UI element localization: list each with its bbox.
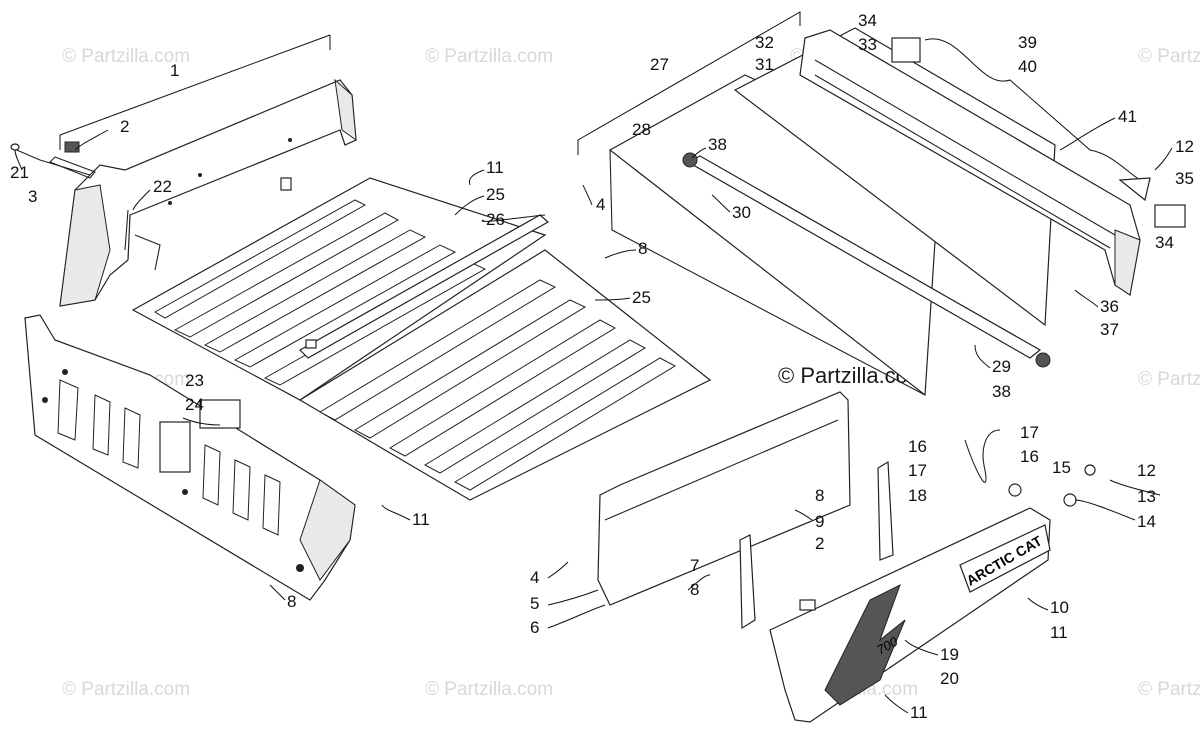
callout-11: 11 <box>1050 623 1068 642</box>
rod-29 <box>682 152 1051 368</box>
callout-11: 11 <box>910 703 928 722</box>
left-side-wall <box>24 314 356 601</box>
callout-31: 31 <box>755 55 774 74</box>
callout-3: 3 <box>28 187 37 206</box>
callout-32: 32 <box>755 33 774 52</box>
callout-25: 25 <box>632 288 651 307</box>
callout-21: 21 <box>10 163 29 182</box>
callout-17: 17 <box>1020 423 1039 442</box>
callout-36: 36 <box>1100 297 1119 316</box>
callout-27: 27 <box>650 55 669 74</box>
callout-24: 24 <box>185 395 204 414</box>
bed-floor-panel-rear <box>131 177 547 401</box>
right-side-wall <box>597 391 851 606</box>
callout-25: 25 <box>486 185 505 204</box>
tailgate-rail-assembly <box>799 29 1141 297</box>
support-post-9 <box>877 460 894 561</box>
callout-layer: 1 2 21 3 22 11 25 26 8 25 23 24 11 8 27 … <box>10 11 1194 722</box>
callout-34: 34 <box>858 11 877 30</box>
callout-13: 13 <box>1137 487 1156 506</box>
callout-35: 35 <box>1175 169 1194 188</box>
callout-4: 4 <box>596 195 605 214</box>
leader-line <box>59 34 331 136</box>
watermark: © Partzilla.com <box>1138 679 1200 700</box>
watermark: © Partzilla.com <box>1138 369 1200 390</box>
decal-24 <box>199 399 241 429</box>
callout-16: 16 <box>908 437 927 456</box>
callout-26: 26 <box>486 210 505 229</box>
leader-lines <box>14 117 1173 714</box>
latch-35 <box>1118 177 1151 202</box>
callout-8: 8 <box>815 486 824 505</box>
callout-10: 10 <box>1050 598 1069 617</box>
decal-34-top <box>891 37 921 63</box>
callout-28: 28 <box>632 120 651 139</box>
callout-40: 40 <box>1018 57 1037 76</box>
callout-38: 38 <box>992 382 1011 401</box>
callout-12: 12 <box>1137 461 1156 480</box>
callout-8: 8 <box>638 239 647 258</box>
clip-2 <box>64 141 80 153</box>
callout-6: 6 <box>530 618 539 637</box>
callout-20: 20 <box>940 669 959 688</box>
watermark: © Partzilla.com <box>1138 46 1200 67</box>
callout-2: 2 <box>815 534 824 553</box>
callout-29: 29 <box>992 357 1011 376</box>
watermark: © Partzilla.com <box>62 46 190 67</box>
callout-33: 33 <box>858 35 877 54</box>
callout-9: 9 <box>815 512 824 531</box>
callout-38: 38 <box>708 135 727 154</box>
callout-12: 12 <box>1175 137 1194 156</box>
callout-37: 37 <box>1100 320 1119 339</box>
tailgate-10: ARCTIC CAT 700 <box>769 507 1051 723</box>
callout-17: 17 <box>908 461 927 480</box>
callout-11: 11 <box>486 158 504 177</box>
watermark: © Partzilla.com <box>62 679 190 700</box>
callout-2: 2 <box>120 117 129 136</box>
callout-1: 1 <box>170 61 179 80</box>
callout-18: 18 <box>908 486 927 505</box>
callout-19: 19 <box>940 645 959 664</box>
callout-15: 15 <box>1052 458 1071 477</box>
callout-30: 30 <box>732 203 751 222</box>
callout-5: 5 <box>530 594 539 613</box>
callout-7: 7 <box>690 556 699 575</box>
front-bed-wall <box>59 78 357 307</box>
callout-8: 8 <box>287 592 296 611</box>
watermark: © Partzilla.com <box>425 46 553 67</box>
callout-4: 4 <box>530 568 539 587</box>
center-rail-26 <box>299 214 550 359</box>
callout-8: 8 <box>690 580 699 599</box>
callout-14: 14 <box>1137 512 1156 531</box>
callout-23: 23 <box>185 371 204 390</box>
callout-11: 11 <box>412 510 430 529</box>
callout-34: 34 <box>1155 233 1174 252</box>
tailgate-cable-18 <box>964 429 1096 507</box>
decal-34 <box>1154 204 1186 228</box>
support-post-7 <box>739 534 756 630</box>
watermark: © Partzilla.com <box>425 679 553 700</box>
callout-41: 41 <box>1118 107 1137 126</box>
callout-39: 39 <box>1018 33 1037 52</box>
bed-floor-panel-front <box>298 249 712 501</box>
callout-22: 22 <box>153 177 172 196</box>
watermark-layer: © Partzilla.com © Partzilla.com © Partzi… <box>62 46 1200 700</box>
decal-39-outline <box>924 38 1151 183</box>
callout-16: 16 <box>1020 447 1039 466</box>
